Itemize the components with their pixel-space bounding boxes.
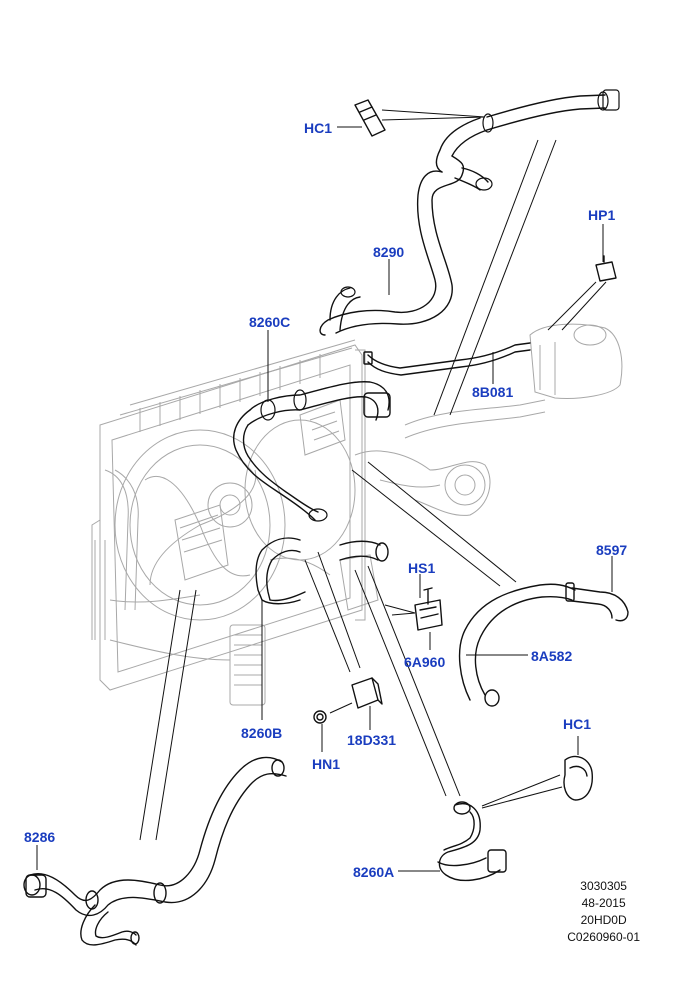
hose-8260b bbox=[255, 537, 389, 605]
callout-8286: 8286 bbox=[24, 829, 56, 845]
hose-8260c bbox=[232, 381, 391, 521]
hose-8b081 bbox=[363, 342, 531, 376]
callout-8a582: 8A582 bbox=[531, 648, 573, 664]
reference-line-1: 3030305 bbox=[580, 879, 627, 893]
callout-8260b: 8260B bbox=[241, 725, 283, 741]
hose-8a582 bbox=[458, 582, 629, 707]
callout-8290: 8290 bbox=[373, 244, 405, 260]
hose-8260a bbox=[437, 801, 507, 882]
callout-8597: 8597 bbox=[596, 542, 628, 558]
callout-8260c: 8260C bbox=[249, 314, 291, 330]
callout-8b081: 8B081 bbox=[472, 384, 514, 400]
hose-8290 bbox=[319, 94, 606, 336]
reference-line-3: 20HD0D bbox=[580, 913, 627, 927]
reference-block: 3030305 48-2015 20HD0D C0260960-01 bbox=[567, 878, 640, 946]
callout-hs1: HS1 bbox=[408, 560, 436, 576]
callout-6a960: 6A960 bbox=[404, 654, 446, 670]
reference-line-4: C0260960-01 bbox=[567, 930, 640, 944]
callout-hc1-top: HC1 bbox=[304, 120, 333, 136]
hose-8290-clamps bbox=[340, 89, 620, 298]
callout-hn1: HN1 bbox=[312, 756, 341, 772]
hose-clip-hc1-top bbox=[354, 99, 386, 137]
reference-line-2: 48-2015 bbox=[581, 896, 626, 910]
callout-hc1-bottom: HC1 bbox=[563, 716, 592, 732]
leader-lines bbox=[36, 109, 613, 872]
callout-8260a: 8260A bbox=[353, 864, 395, 880]
sensor-18d331 bbox=[313, 677, 383, 724]
pressure-sensor-hp1 bbox=[595, 255, 617, 282]
bracket-6a960 bbox=[414, 587, 443, 631]
hose-clip-hc1-bottom bbox=[563, 755, 593, 801]
callout-hp1: HP1 bbox=[588, 207, 616, 223]
hose-8286 bbox=[23, 756, 287, 946]
callout-18d331: 18D331 bbox=[347, 732, 397, 748]
coolant-expansion-tank bbox=[529, 323, 623, 399]
